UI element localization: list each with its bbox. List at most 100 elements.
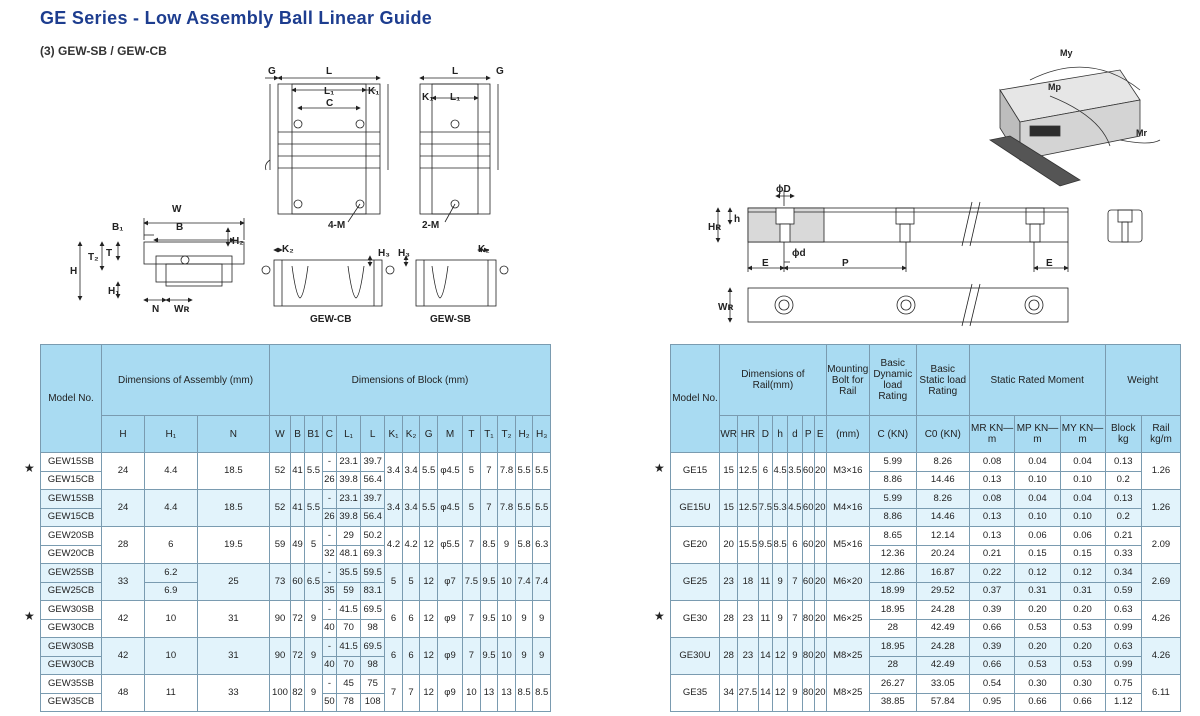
cell-t2: 13 (497, 674, 516, 712)
cell-mr: 0.08 (968, 452, 1016, 472)
cell-c: 28 (868, 618, 917, 638)
block-dimensions-table: Model No. Dimensions of Assembly (mm) Di… (40, 344, 551, 712)
cell-c: 26.27 (868, 674, 917, 694)
cell-model: GE30U (670, 637, 720, 675)
cell-c: 8.86 (868, 470, 917, 490)
cell-p: 60 (801, 526, 815, 564)
cell-b: 41 (289, 452, 306, 490)
cell-h: 24 (101, 489, 145, 527)
cell-c: - (321, 489, 338, 509)
cell-mr: 0.95 (968, 692, 1016, 712)
label-g-sb: G (496, 66, 504, 77)
cell-wr: 20 (718, 526, 739, 564)
cell-l: 69.3 (360, 544, 386, 564)
cell-p: 60 (801, 563, 815, 601)
cell-b1: 5.5 (304, 489, 323, 527)
label-4m: 4-M (328, 220, 345, 231)
cell-blk: 0.21 (1104, 526, 1142, 546)
cell-c: - (321, 526, 338, 546)
label-wr-front: Wʀ (174, 304, 189, 315)
cell-w: 90 (269, 600, 291, 638)
cell-h: 28 (101, 526, 145, 564)
cell-w: 73 (269, 563, 291, 601)
cell-n: 18.5 (196, 489, 271, 527)
cell-mp: 0.31 (1014, 581, 1061, 601)
cell-t1: 7 (479, 489, 499, 527)
cell-blk: 0.63 (1104, 637, 1142, 657)
cell-mp: 0.30 (1014, 674, 1061, 694)
cell-h1: 10 (143, 637, 198, 675)
cell-h1: 6.9 (143, 581, 198, 601)
label-k2-sb: K₂ (478, 244, 490, 255)
label-l1-sb: L₁ (450, 92, 460, 103)
cell-k2: 3.4 (401, 489, 421, 527)
cell-l: 69.5 (360, 637, 386, 657)
cell-mp: 0.15 (1014, 544, 1061, 564)
cell-c: 26 (321, 507, 338, 527)
star-marker: ★ (24, 609, 35, 623)
cell-k2: 5 (401, 563, 421, 601)
cell-model: GEW20SB (40, 526, 102, 546)
col-header: D (757, 415, 774, 453)
col-header-static: Basic Static load Rating (915, 344, 970, 416)
cell-my: 0.10 (1059, 507, 1106, 527)
label-k1-sb: K₁ (422, 92, 433, 103)
label-hr: Hʀ (708, 222, 721, 233)
cell-l: 59.5 (360, 563, 386, 583)
rail-drawings: My Mp Mr ϕD (708, 48, 1161, 327)
cell-h: 12 (772, 637, 788, 675)
col-header: W (269, 415, 291, 453)
cell-t2: 10 (497, 563, 516, 601)
cell-l1: 45 (336, 674, 362, 694)
cell-model: GEW15SB (40, 489, 102, 509)
cell-rail-weight: 1.26 (1140, 452, 1182, 490)
label-mr: Mr (1136, 128, 1147, 138)
cell-h: 5.3 (772, 489, 788, 527)
cell-l1: 39.8 (336, 507, 362, 527)
cell-h: 33 (101, 563, 145, 601)
cell-c: 5.99 (868, 452, 917, 472)
cell-my: 0.12 (1059, 563, 1106, 583)
label-h-rail: h (734, 214, 740, 225)
cell-l: 39.7 (360, 489, 386, 509)
page-title: GE Series - Low Assembly Ball Linear Gui… (40, 8, 433, 28)
cell-t2: 10 (497, 637, 516, 675)
cell-bolt: M6×25 (825, 600, 870, 638)
cell-d: 14 (757, 674, 774, 712)
block-3d-illustration (988, 66, 1161, 187)
cell-d: 14 (757, 637, 774, 675)
cell-h2: 8.5 (514, 674, 534, 712)
cell-c0: 14.46 (915, 470, 970, 490)
cell-c: 26 (321, 470, 338, 490)
cell-blk: 0.75 (1104, 674, 1142, 694)
cell-w: 90 (269, 637, 291, 675)
cell-h1: 11 (143, 674, 198, 712)
cell-t2: 10 (497, 600, 516, 638)
cell-l: 83.1 (360, 581, 386, 601)
label-k2-cb: K₂ (282, 244, 294, 255)
cell-wr: 34 (718, 674, 739, 712)
cell-my: 0.20 (1059, 600, 1106, 620)
col-header: T₁ (479, 415, 499, 453)
cell-blk: 0.34 (1104, 563, 1142, 583)
cell-my: 0.04 (1059, 489, 1106, 509)
col-header: C (321, 415, 338, 453)
cell-h3: 6.3 (532, 526, 551, 564)
cell-model: GEW25CB (40, 581, 102, 601)
cell-w: 59 (269, 526, 291, 564)
cell-h2: 9 (514, 600, 534, 638)
cell-l1: 23.1 (336, 489, 362, 509)
cell-c: 32 (321, 544, 338, 564)
cell-b1: 6.5 (304, 563, 323, 601)
cell-n: 25 (196, 563, 271, 601)
cell-t: 5 (462, 489, 481, 527)
cell-c0: 8.26 (915, 489, 970, 509)
